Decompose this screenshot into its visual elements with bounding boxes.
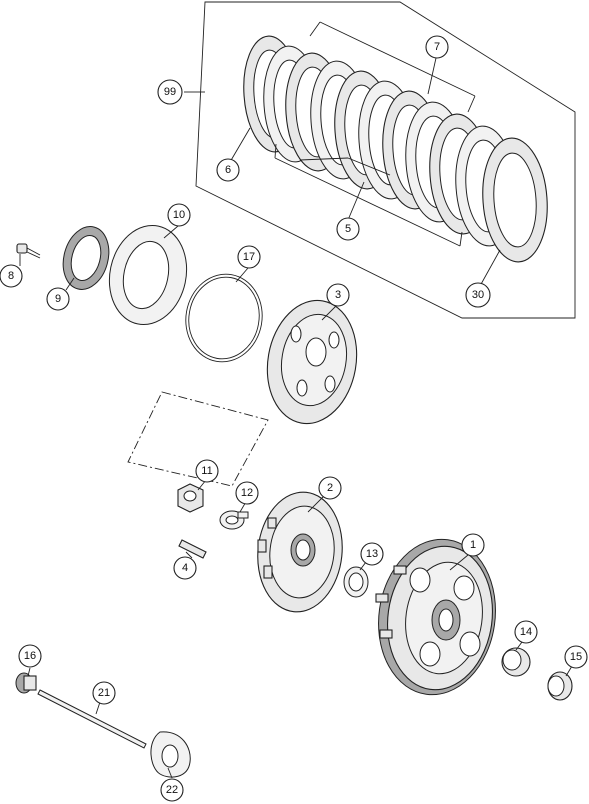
lock-washer-12: [219, 510, 249, 530]
svg-text:6: 6: [225, 164, 231, 176]
svg-text:4: 4: [182, 562, 188, 574]
callout-2: 2: [318, 476, 342, 500]
plate-pack-frame: [195, 1, 576, 319]
nut-11: [177, 483, 204, 513]
svg-text:3: 3: [335, 289, 341, 301]
callout-17: 17: [237, 245, 261, 269]
callout-13: 13: [360, 542, 384, 566]
callout-22: 22: [160, 778, 184, 802]
callout-21: 21: [92, 681, 116, 705]
callout-11: 11: [195, 459, 219, 483]
friction-disc-10: [108, 224, 188, 326]
pressure-plate-3: [266, 299, 358, 425]
callout-3: 3: [326, 283, 350, 307]
svg-text:10: 10: [173, 209, 185, 221]
callout-4: 4: [173, 556, 197, 580]
svg-text:14: 14: [520, 626, 532, 638]
svg-text:99: 99: [164, 86, 176, 98]
clutch-plate-stack: [243, 21, 548, 263]
svg-text:15: 15: [570, 651, 582, 663]
pushrod-21: [37, 689, 147, 749]
svg-text:17: 17: [243, 251, 255, 263]
svg-text:13: 13: [366, 548, 378, 560]
callout-5: 5: [336, 217, 360, 241]
bearing-ring-9: [62, 226, 110, 290]
thrust-washer-13: [343, 566, 369, 598]
svg-text:9: 9: [55, 293, 61, 305]
svg-text:22: 22: [166, 784, 178, 796]
callout-14: 14: [514, 620, 538, 644]
svg-text:7: 7: [434, 41, 440, 53]
leader-lines: [19, 57, 573, 779]
svg-text:2: 2: [327, 482, 333, 494]
svg-text:30: 30: [472, 289, 484, 301]
callout-16: 16: [18, 644, 42, 668]
callout-15: 15: [564, 645, 588, 669]
svg-text:5: 5: [345, 223, 351, 235]
o-ring-17: [185, 273, 263, 363]
callout-1: 1: [461, 533, 485, 557]
callout-99: 99: [157, 79, 183, 105]
outer-clutch-basket-1: [375, 538, 496, 696]
svg-text:21: 21: [98, 687, 110, 699]
pin-4: [178, 539, 207, 559]
callout-30: 30: [465, 282, 491, 308]
callout-9: 9: [46, 287, 70, 311]
svg-text:11: 11: [201, 465, 212, 477]
svg-text:8: 8: [8, 270, 14, 282]
callout-6: 6: [216, 158, 240, 182]
assembly-dash-line: [127, 391, 269, 487]
needle-bushing-14: [501, 647, 531, 677]
bolt-8: [16, 243, 41, 259]
callout-labels: 99 6 7 5 30 10 17 3 8 9 11 12 2 4 13 1 1…: [0, 35, 588, 802]
pushrod-cap-16: [15, 672, 37, 694]
callout-10: 10: [167, 203, 191, 227]
svg-text:12: 12: [241, 487, 253, 499]
inner-clutch-hub-2: [257, 491, 343, 613]
sleeve-15: [547, 671, 573, 701]
callout-7: 7: [425, 35, 449, 59]
callout-12: 12: [235, 481, 259, 505]
svg-text:16: 16: [24, 650, 36, 662]
svg-text:1: 1: [470, 539, 476, 551]
callout-8: 8: [0, 264, 23, 288]
gasket-22: [150, 731, 191, 778]
